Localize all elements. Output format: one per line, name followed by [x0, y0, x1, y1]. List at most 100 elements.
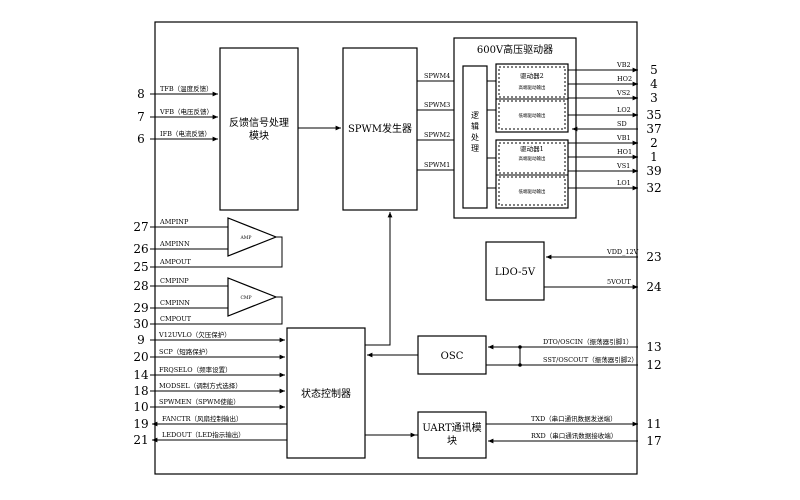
pin-3: 3	[650, 91, 658, 105]
pin-20: 20	[133, 350, 148, 364]
ctrl-to-spwm-arrow	[365, 212, 393, 346]
label-rxd: RXD（串口通讯数据接收端）	[531, 431, 617, 440]
pin-23: 23	[646, 250, 661, 264]
hv-driver-block: 600V高压驱动器 逻 辑 处 理 驱动器2 高端驱动输出 低端驱动输出 驱动器…	[453, 37, 577, 219]
pin-17: 17	[646, 434, 661, 448]
pin-5: 5	[650, 63, 658, 77]
uart-block: UART通讯模 块 TXD（串口通讯数据发送端） RXD（串口通讯数据接收端） …	[365, 411, 662, 459]
label-txd: TXD（串口通讯数据发送端）	[531, 414, 617, 423]
label-ho1: HO1	[617, 148, 632, 156]
label-spwmen: SPWMEN（SPWM使能）	[159, 397, 240, 406]
amp-block: AMP AMPINP AMPINN AMPOUT 27 26 25	[133, 217, 283, 274]
logic-char-3: 处	[471, 132, 479, 142]
pin-28: 28	[133, 279, 148, 293]
label-ifb: IFB（电流反馈）	[160, 129, 211, 138]
label-osc-out: SST/OSCOUT（振荡器引脚2）	[543, 355, 638, 364]
osc-title: OSC	[441, 351, 464, 362]
pin-26: 26	[133, 242, 148, 256]
logic-char-2: 辑	[471, 121, 479, 131]
pin-37: 37	[646, 122, 661, 136]
logic-block	[462, 65, 488, 209]
cmp-block: CMP CMPINP CMPINN CMPOUT 28 29 30	[133, 277, 283, 331]
label-ampinp: AMPINP	[159, 218, 189, 226]
label-v12uvlo: V12UVLO（欠压保护）	[158, 330, 231, 339]
pin-27: 27	[133, 220, 148, 234]
pin-35: 35	[646, 108, 661, 122]
osc-block: OSC DTO/OSCIN（振荡器引脚1） SST/OSCOUT（振荡器引脚2）…	[367, 335, 662, 375]
pin-4: 4	[650, 77, 658, 91]
pin-11: 11	[646, 417, 661, 431]
state-controller-title: 状态控制器	[301, 387, 351, 400]
pin-8: 8	[137, 87, 145, 101]
label-frqselo: FRQSELO（频率设置）	[159, 365, 232, 374]
feedback-title-1: 反馈信号处理	[229, 116, 289, 129]
label-lo1: LO1	[617, 179, 631, 187]
ldo-title: LDO-5V	[495, 267, 536, 278]
control-pins: V12UVLO（欠压保护） SCP（短路保护） FRQSELO（频率设置） MO…	[133, 330, 287, 447]
label-osc-in: DTO/OSCIN（振荡器引脚1）	[543, 337, 633, 346]
label-cmpinn: CMPINN	[160, 299, 190, 307]
label-vdd12v: VDD_12V	[606, 248, 639, 256]
label-vs1: VS1	[616, 162, 630, 170]
logic-char-4: 理	[471, 144, 479, 153]
pin-30: 30	[133, 317, 148, 331]
feedback-title-2: 模块	[249, 130, 269, 142]
pin-32: 32	[646, 181, 661, 195]
driver2-title: 驱动器2	[520, 72, 544, 80]
driver1-box	[495, 139, 569, 209]
label-sd: SD	[617, 120, 627, 128]
label-cmpout: CMPOUT	[160, 315, 192, 323]
label-fanctr: FANCTR（风扇控制输出）	[162, 414, 243, 423]
label-lo2: LO2	[617, 106, 631, 114]
driver2-low: 低端驱动输出	[519, 112, 546, 119]
driver1-high: 高端驱动输出	[519, 155, 546, 162]
cmp-label: CMP	[240, 295, 251, 301]
pin-24: 24	[646, 280, 662, 294]
driver1-title: 驱动器1	[520, 145, 544, 153]
label-spwm2: SPWM2	[424, 131, 450, 139]
pin-21: 21	[133, 433, 148, 447]
pin-19: 19	[133, 417, 148, 431]
pin-29: 29	[133, 301, 148, 315]
pin-2: 2	[650, 136, 658, 150]
pin-39: 39	[646, 164, 661, 178]
pin-10: 10	[133, 400, 148, 414]
pin-12: 12	[646, 358, 661, 372]
driver-output-pins: VB2 HO2 VS2 LO2 SD VB1 HO1 VS1 LO1 5 4 3…	[568, 61, 662, 195]
feedback-inputs: 8 7 6 TFB（温度反馈） VFB（电压反馈） IFB（电流反馈）	[137, 84, 218, 146]
driver1-low: 低端驱动输出	[519, 188, 546, 195]
pin-13: 13	[646, 340, 661, 354]
driver2-box	[495, 63, 569, 133]
pin-9: 9	[137, 333, 145, 347]
label-spwm3: SPWM3	[424, 101, 450, 109]
amp-label: AMP	[240, 235, 252, 241]
pin-1: 1	[650, 150, 658, 164]
uart-title-1: UART通讯模	[422, 422, 481, 434]
label-spwm1: SPWM1	[424, 161, 450, 169]
pin-25: 25	[133, 260, 148, 274]
state-controller-block: 状态控制器	[286, 327, 366, 459]
label-ledout: LEDOUT（LED指示输出）	[162, 430, 245, 439]
uart-title-2: 块	[447, 435, 457, 447]
spwm-title: SPWM发生器	[348, 122, 412, 135]
label-vb1: VB1	[616, 134, 631, 142]
label-vs2: VS2	[616, 89, 630, 97]
label-5vout: 5VOUT	[607, 278, 632, 286]
hv-driver-title: 600V高压驱动器	[477, 43, 553, 56]
ldo-block: LDO-5V VDD_12V 5VOUT 23 24	[485, 241, 662, 301]
label-scp: SCP（短路保护）	[159, 347, 212, 356]
pin-14: 14	[133, 368, 149, 382]
feedback-block: 反馈信号处理 模块	[219, 47, 299, 211]
label-vb2: VB2	[616, 61, 631, 69]
label-tfb: TFB（温度反馈）	[160, 84, 213, 93]
label-cmpinp: CMPINP	[160, 277, 189, 285]
spwm-block: SPWM发生器	[342, 47, 418, 211]
pin-6: 6	[137, 132, 145, 146]
label-modsel: MODSEL（调制方式选择）	[159, 381, 242, 390]
driver2-high: 高端驱动输出	[519, 84, 546, 91]
label-ampinn: AMPINN	[159, 240, 190, 248]
label-ampout: AMPOUT	[159, 258, 192, 266]
logic-char-1: 逻	[471, 110, 479, 120]
pin-18: 18	[133, 384, 148, 398]
